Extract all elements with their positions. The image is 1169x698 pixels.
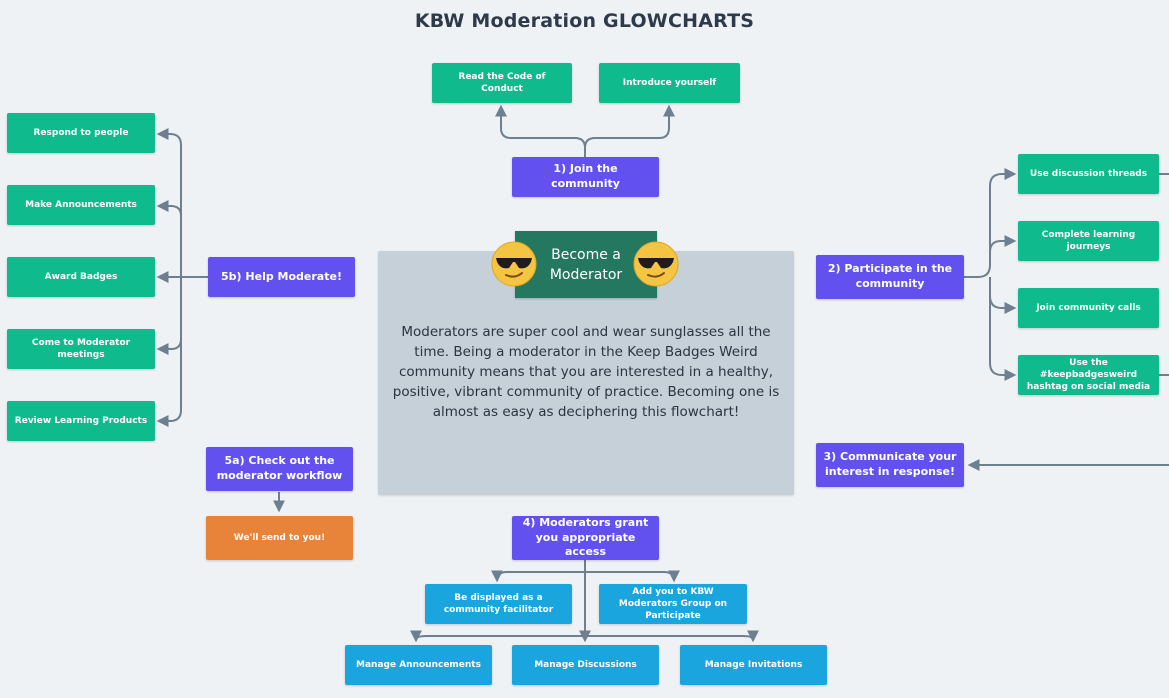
action-review-learning-products[interactable]: Review Learning Products bbox=[7, 401, 155, 441]
moderator-description: Moderators are super cool and wear sungl… bbox=[392, 324, 780, 420]
action-use-discussion-threads[interactable]: Use discussion threads bbox=[1018, 154, 1159, 194]
connector-help bbox=[156, 128, 208, 278]
permission-manage-announcements[interactable]: Manage Announcements bbox=[345, 645, 492, 685]
action-read-code-of-conduct[interactable]: Read the Code of Conduct bbox=[432, 63, 572, 103]
action-introduce-yourself[interactable]: Introduce yourself bbox=[599, 63, 740, 103]
action-complete-learning-journeys[interactable]: Complete learning journeys bbox=[1018, 221, 1159, 261]
connector-participate bbox=[989, 277, 1017, 314]
permission-manage-invitations[interactable]: Manage Invitations bbox=[680, 645, 827, 685]
step-communicate-interest[interactable]: 3) Communicate your interest in response… bbox=[816, 443, 964, 487]
connector-help bbox=[156, 338, 182, 355]
connector-help bbox=[156, 277, 182, 427]
access-moderators-group[interactable]: Add you to KBW Moderators Group on Parti… bbox=[599, 584, 747, 624]
connector-grant bbox=[585, 630, 759, 643]
connector-join bbox=[495, 104, 586, 157]
connector-grant bbox=[410, 630, 585, 643]
page-title: KBW Moderation GLOWCHARTS bbox=[414, 10, 755, 32]
action-respond-to-people[interactable]: Respond to people bbox=[7, 113, 155, 153]
access-community-facilitator[interactable]: Be displayed as a community facilitator bbox=[425, 584, 572, 624]
sunglasses-face-icon bbox=[491, 241, 537, 287]
connector-grant bbox=[491, 570, 585, 583]
connector-help bbox=[156, 200, 182, 217]
step-join-community[interactable]: 1) Join the community bbox=[512, 157, 659, 197]
permission-manage-discussions[interactable]: Manage Discussions bbox=[512, 645, 659, 685]
connector-join bbox=[584, 104, 675, 149]
action-join-community-calls[interactable]: Join community calls bbox=[1018, 288, 1159, 328]
workflow-result[interactable]: We'll send to you! bbox=[206, 516, 353, 560]
connector-participate bbox=[989, 296, 1017, 381]
step-help-moderate[interactable]: 5b) Help Moderate! bbox=[208, 257, 355, 297]
become-moderator-badge: Become a Moderator bbox=[515, 231, 657, 298]
connector-grant bbox=[585, 570, 680, 583]
action-moderator-meetings[interactable]: Come to Moderator meetings bbox=[7, 329, 155, 369]
action-make-announcements[interactable]: Make Announcements bbox=[7, 185, 155, 225]
connector-participate bbox=[989, 235, 1017, 253]
step-participate[interactable]: 2) Participate in the community bbox=[816, 255, 964, 299]
step-check-moderator-workflow[interactable]: 5a) Check out the moderator workflow bbox=[206, 447, 353, 491]
step-moderators-grant-access[interactable]: 4) Moderators grant you appropriate acce… bbox=[512, 516, 659, 560]
sunglasses-face-icon bbox=[633, 241, 679, 287]
action-use-hashtag[interactable]: Use the #keepbadgesweird hashtag on soci… bbox=[1018, 355, 1159, 395]
connector-participate bbox=[964, 168, 1017, 278]
action-award-badges[interactable]: Award Badges bbox=[7, 257, 155, 297]
